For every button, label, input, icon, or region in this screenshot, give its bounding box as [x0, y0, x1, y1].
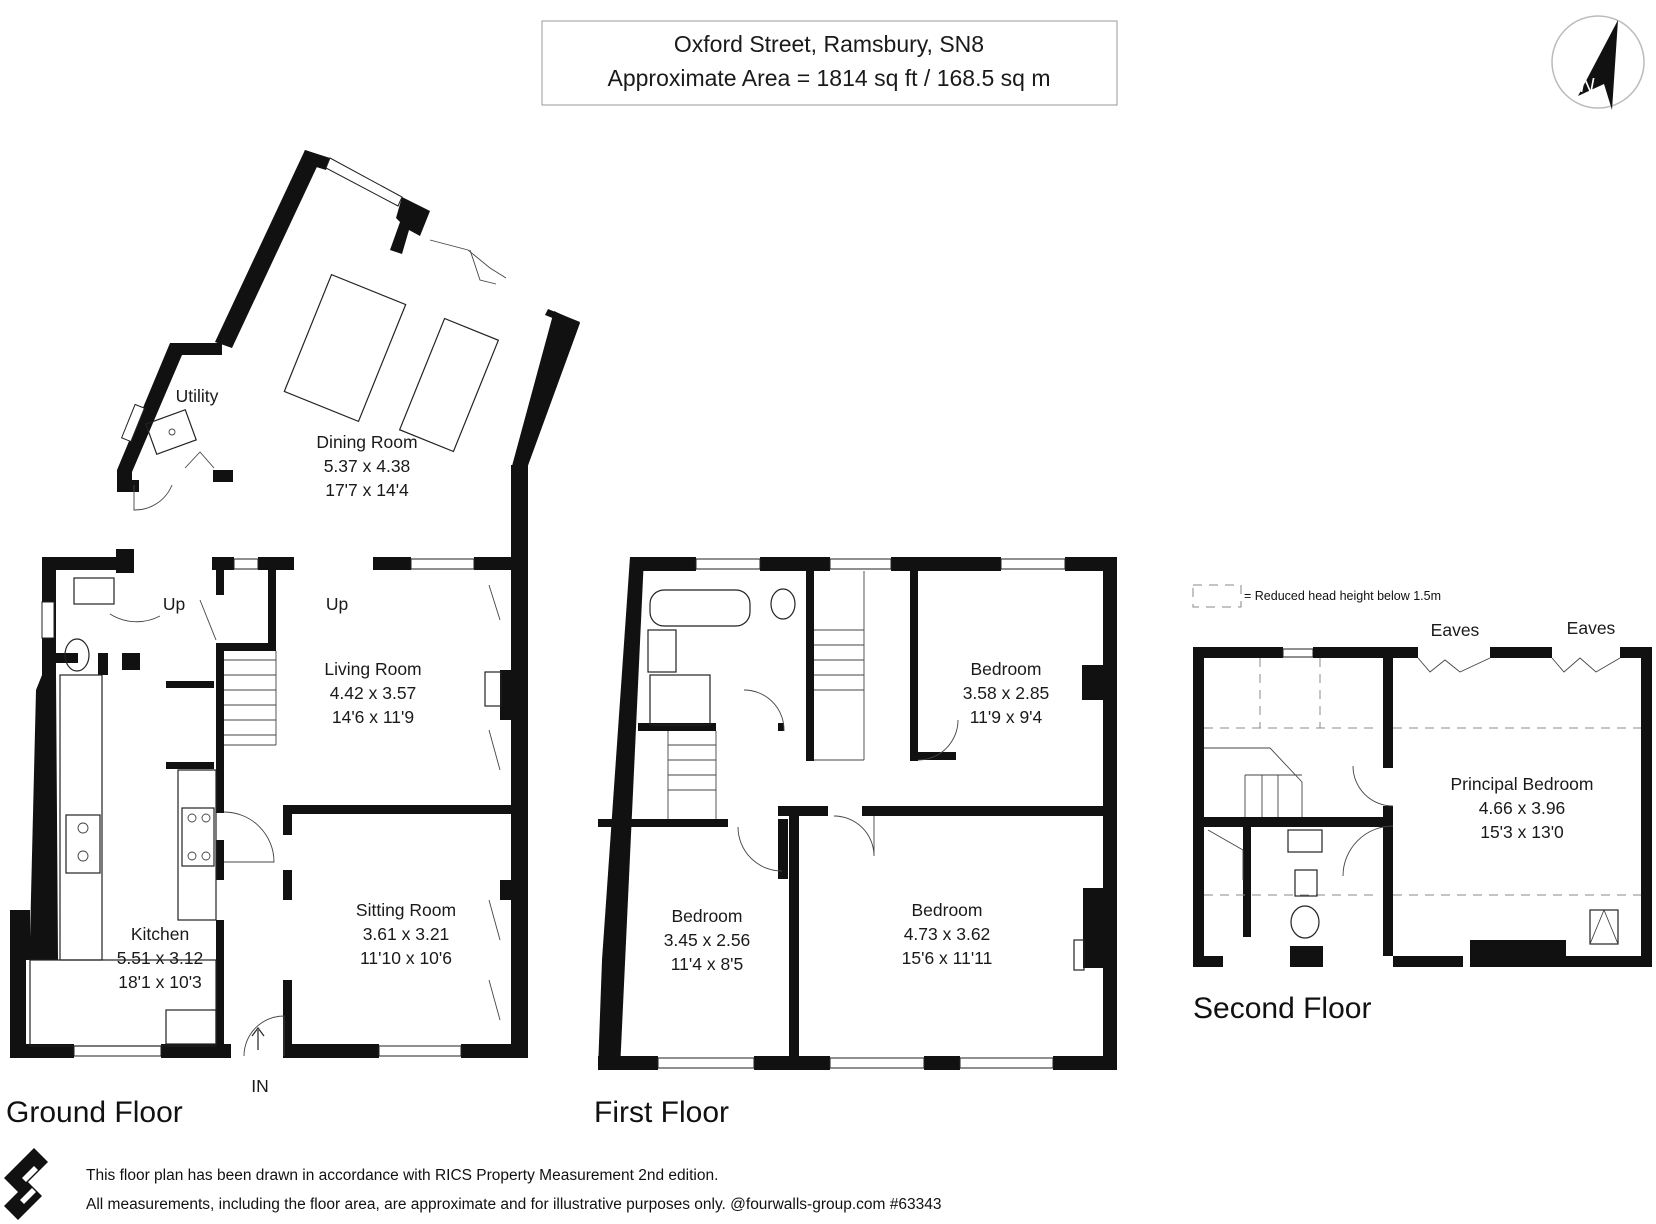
wall-dining-right	[512, 311, 580, 471]
dining-table	[283, 273, 407, 423]
address-title: Oxford Street, Ramsbury, SN8	[674, 31, 984, 57]
wall-dining-left	[215, 150, 322, 348]
eaves-label: Eaves	[1431, 620, 1480, 640]
wall-north-kitchen	[42, 557, 132, 570]
wall-dining-top-right	[390, 197, 430, 254]
floor-label-ground: Ground Floor	[6, 1096, 183, 1129]
floor-label-first: First Floor	[594, 1096, 729, 1129]
room-bedroom-metric: 4.73 x 3.62	[904, 924, 991, 944]
entrance-label: IN	[251, 1076, 269, 1096]
room-living: Living Room 4.42 x 3.57 14'6 x 11'9	[324, 659, 421, 727]
room-living-metric: 4.42 x 3.57	[330, 683, 417, 703]
room-kitchen-imperial: 18'1 x 10'3	[118, 972, 202, 992]
area-subtitle: Approximate Area = 1814 sq ft / 168.5 sq…	[607, 65, 1050, 91]
room-bedroom-imperial: 11'4 x 8'5	[671, 954, 744, 974]
stairs-up-label: Up	[326, 594, 348, 614]
room-bedroom-first-top: Bedroom 3.58 x 2.85 11'9 x 9'4	[963, 659, 1050, 727]
room-bedroom-first-left: Bedroom 3.45 x 2.56 11'4 x 8'5	[664, 906, 751, 974]
header-box: Oxford Street, Ramsbury, SN8 Approximate…	[541, 20, 1118, 106]
room-bedroom-metric: 3.58 x 2.85	[963, 683, 1050, 703]
legend-swatch	[1192, 584, 1242, 608]
room-bedroom-name: Bedroom	[970, 659, 1041, 679]
wall-dining-right-stub	[545, 309, 580, 328]
dining-sofa	[398, 317, 500, 453]
room-bedroom-name: Bedroom	[911, 900, 982, 920]
second-floor-plan: = Reduced head height below 1.5m	[1192, 584, 1652, 967]
room-sitting: Sitting Room 3.61 x 3.21 11'10 x 10'6	[356, 900, 456, 968]
north-arrow-icon: N	[1551, 15, 1645, 110]
room-bedroom-metric: 3.45 x 2.56	[664, 930, 751, 950]
room-kitchen-metric: 5.51 x 3.12	[117, 948, 204, 968]
wall-utility-left	[117, 343, 222, 492]
room-dining-metric: 5.37 x 4.38	[324, 456, 411, 476]
first-floor-plan	[598, 557, 1117, 1070]
wall-west-kitchen	[10, 675, 58, 960]
room-bedroom-imperial: 11'9 x 9'4	[970, 707, 1043, 727]
room-bedroom-name: Bedroom	[671, 906, 742, 926]
room-sitting-imperial: 11'10 x 10'6	[360, 948, 452, 968]
room-bedroom-imperial: 15'6 x 11'11	[902, 948, 993, 968]
wall-dining-top-left	[300, 150, 330, 170]
room-living-imperial: 14'6 x 11'9	[332, 707, 414, 727]
room-sitting-name: Sitting Room	[356, 900, 456, 920]
room-living-name: Living Room	[324, 659, 421, 679]
room-principal-metric: 4.66 x 3.96	[1479, 798, 1566, 818]
room-principal-imperial: 15'3 x 13'0	[1480, 822, 1564, 842]
eaves-label: Eaves	[1567, 618, 1616, 638]
room-bedroom-first-right: Bedroom 4.73 x 3.62 15'6 x 11'11	[902, 900, 993, 968]
room-principal-name: Principal Bedroom	[1451, 774, 1594, 794]
room-kitchen: Kitchen 5.51 x 3.12 18'1 x 10'3	[117, 924, 204, 992]
floor-label-second: Second Floor	[1193, 992, 1371, 1025]
compass-letter: N	[1580, 75, 1595, 97]
wall-east-ground	[511, 465, 528, 1058]
room-dining-imperial: 17'7 x 14'4	[325, 480, 409, 500]
footer-disclaimer-line1: This floor plan has been drawn in accord…	[86, 1167, 718, 1184]
room-principal-bedroom: Principal Bedroom 4.66 x 3.96 15'3 x 13'…	[1451, 774, 1594, 842]
stairs-up-label: Up	[163, 594, 185, 614]
footer-disclaimer-line2: All measurements, including the floor ar…	[86, 1196, 941, 1213]
room-utility-name: Utility	[176, 386, 219, 406]
ground-floor-plan	[10, 150, 580, 1058]
room-dining-name: Dining Room	[316, 432, 417, 452]
room-kitchen-name: Kitchen	[131, 924, 189, 944]
room-dining: Dining Room 5.37 x 4.38 17'7 x 14'4	[316, 432, 417, 500]
legend-text: = Reduced head height below 1.5m	[1244, 589, 1441, 603]
room-sitting-metric: 3.61 x 3.21	[363, 924, 450, 944]
fourwalls-logo-icon	[4, 1148, 48, 1220]
